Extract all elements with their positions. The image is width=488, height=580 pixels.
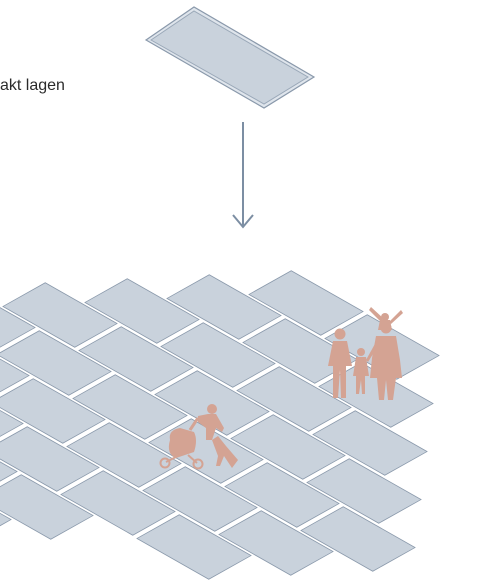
family-group [328,307,403,400]
paving-tile [0,426,100,492]
paving-tile [72,374,188,440]
down-arrow-icon [232,122,254,229]
paving-tile [166,274,282,340]
paving-tile [0,409,24,437]
person-with-stroller [159,404,238,470]
paving-tile [0,474,94,540]
paving-tile [60,470,176,536]
paving-tile [160,322,276,388]
paving-tile [236,366,352,432]
paving-tile [136,514,252,580]
paving-tile [300,506,416,572]
paving-tile [0,307,36,348]
paving-tile [306,458,422,524]
paving-tile [0,461,18,482]
single-paving-tile-icon [144,6,316,109]
paving-tile [312,410,428,476]
paving-tile [2,282,118,348]
paving-tile [0,378,106,444]
caption-label: akt lagen [0,77,65,94]
paving-tile [224,462,340,528]
paving-tile [84,278,200,344]
paving-tile [142,466,258,532]
paving-tile [230,414,346,480]
paving-tile [66,422,182,488]
paving-tile [0,330,112,396]
paving-tile [78,326,194,392]
paving-tile [0,358,30,393]
paving-tile [0,512,12,527]
paving-tile [154,370,270,436]
paving-tile [248,270,364,336]
paving-tile [218,510,334,576]
paved-tile-grid [0,270,440,580]
